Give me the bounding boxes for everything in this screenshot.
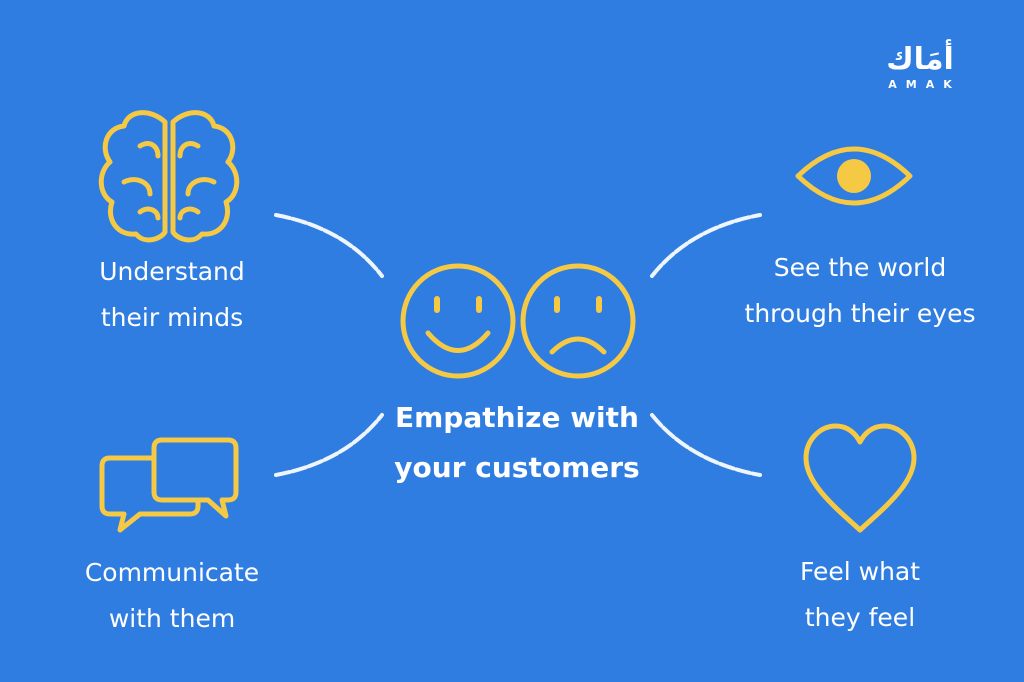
smiley-face-icon	[400, 263, 516, 379]
center-label: Empathize with your customers	[352, 393, 682, 493]
connector-top-right	[650, 213, 762, 278]
connector-bottom-right	[650, 413, 762, 477]
label-see-world: See the world through their eyes	[735, 245, 985, 337]
label-feel-line-2: they feel	[804, 603, 916, 632]
label-communicate-line-2: with them	[108, 604, 236, 633]
label-communicate-line-1: Communicate	[84, 558, 260, 587]
center-label-line-1: Empathize with	[395, 401, 639, 434]
logo-arabic-text: أمَاك	[886, 42, 954, 77]
amak-logo: أمَاك AMAK	[872, 42, 968, 92]
label-feel-line-1: Feel what	[799, 557, 921, 586]
heart-icon	[803, 423, 917, 533]
center-label-line-2: your customers	[394, 451, 640, 484]
speech-bubbles-icon	[99, 437, 239, 533]
logo-latin-text: AMAK	[888, 78, 961, 91]
connector-top-left	[274, 213, 384, 278]
label-see-world-line-2: through their eyes	[744, 299, 976, 328]
label-feel: Feel what they feel	[752, 549, 968, 641]
label-communicate: Communicate with them	[62, 550, 282, 642]
label-see-world-line-1: See the world	[773, 253, 947, 282]
label-understand-minds-line-2: their minds	[100, 303, 244, 332]
label-understand-minds-line-1: Understand	[99, 257, 245, 286]
sad-face-icon	[520, 263, 636, 379]
label-understand-minds: Understand their minds	[62, 249, 282, 341]
connector-bottom-left	[274, 413, 384, 477]
brain-icon	[98, 110, 240, 243]
eye-icon	[795, 146, 913, 206]
